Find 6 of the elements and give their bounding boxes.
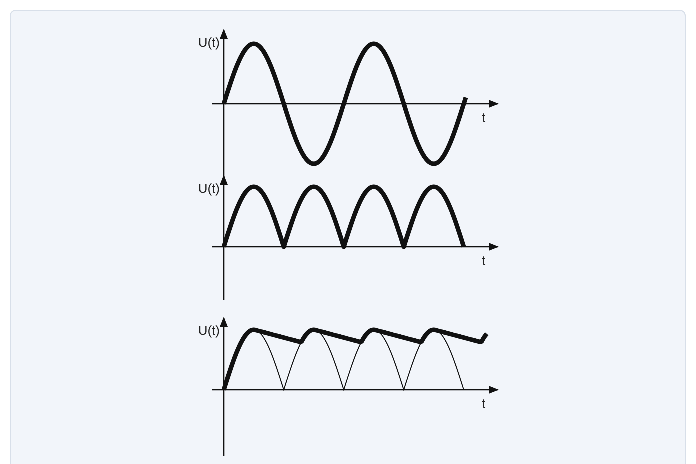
axis-label: t (482, 254, 486, 268)
axis-label: U(t) (198, 324, 220, 338)
axis-label: t (482, 397, 486, 411)
axis-label: U(t) (198, 36, 220, 50)
axis-label: U(t) (198, 182, 220, 196)
axis-label: t (482, 111, 486, 125)
